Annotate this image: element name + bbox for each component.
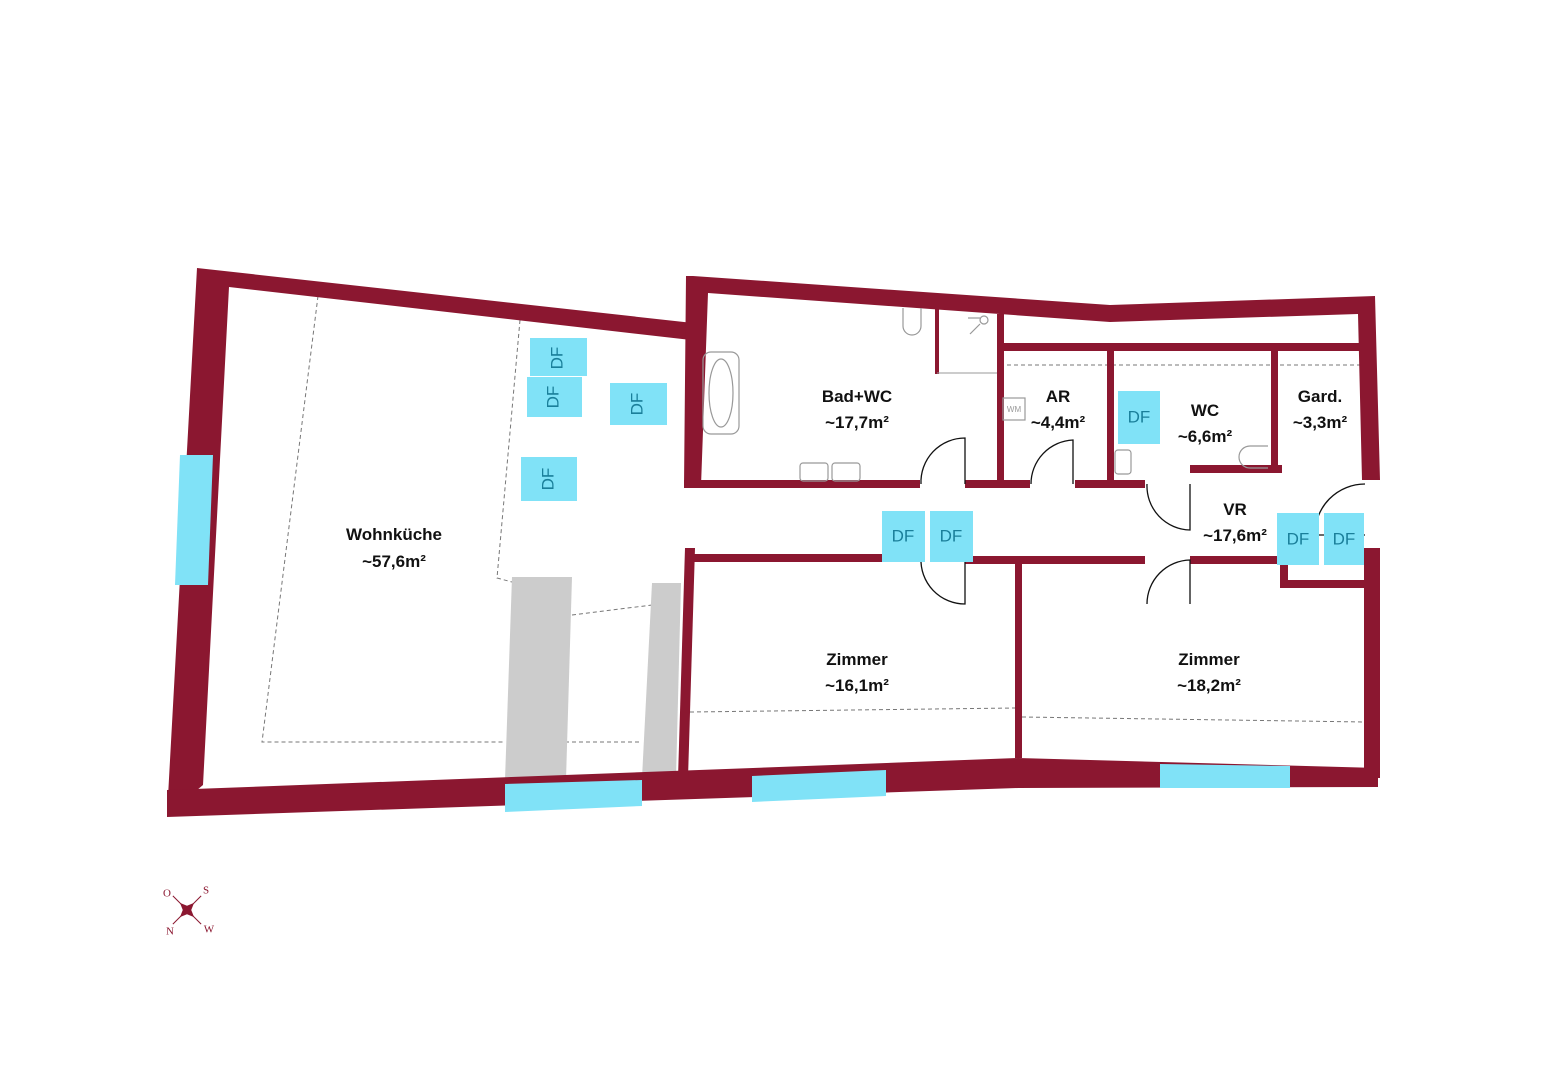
compass-rose-icon [172, 895, 202, 925]
room-area-ar: ~4,4m² [1031, 413, 1086, 432]
compass-o: O [163, 888, 171, 900]
staircase-left [505, 577, 572, 780]
room-labels: Wohnküche ~57,6m² Bad+WC ~17,7m² AR ~4,4… [346, 387, 1348, 695]
roof-slope-lines [261, 295, 1366, 743]
label: DF [1287, 529, 1310, 548]
label: DF [940, 526, 963, 545]
skylight: DF [1277, 513, 1319, 565]
skylight: DF [1324, 513, 1364, 565]
room-area-wc: ~6,6m² [1178, 427, 1233, 446]
room-area-vr: ~17,6m² [1203, 526, 1267, 545]
room-name-gard: Gard. [1298, 387, 1342, 406]
skylight: DF [1118, 391, 1160, 444]
room-name-wc: WC [1191, 401, 1219, 420]
room-name-vr: VR [1223, 500, 1247, 519]
skylight: DF [882, 511, 925, 562]
label: DF [892, 526, 915, 545]
room-area-gard: ~3,3m² [1293, 413, 1348, 432]
label: DF [543, 386, 562, 409]
compass-n: N [166, 926, 174, 938]
room-name-zimmer-2: Zimmer [1178, 650, 1240, 669]
windows [175, 455, 1290, 812]
bathroom-fixtures: WM [702, 308, 1268, 482]
room-area-wohnkueche: ~57,6m² [362, 552, 426, 571]
skylights: DF DF DF DF DF DF DF DF DF [521, 338, 1364, 565]
label: DF [547, 347, 566, 370]
skylight: DF [930, 511, 973, 562]
compass-w: W [204, 924, 215, 936]
staircase-right [642, 583, 681, 778]
room-area-zimmer-2: ~18,2m² [1177, 676, 1241, 695]
label: DF [627, 393, 646, 416]
skylight: DF [530, 338, 587, 376]
room-name-wohnkueche: Wohnküche [346, 525, 442, 544]
label: DF [1128, 407, 1151, 426]
compass-s: S [203, 885, 209, 897]
skylight: DF [521, 457, 577, 501]
room-name-bad-wc: Bad+WC [822, 387, 892, 406]
skylight: DF [610, 383, 667, 425]
label: DF [538, 468, 557, 491]
skylight: DF [527, 377, 582, 417]
room-name-zimmer-1: Zimmer [826, 650, 888, 669]
room-area-bad-wc: ~17,7m² [825, 413, 889, 432]
washer-label: WM [1007, 405, 1022, 414]
doors [920, 437, 1366, 605]
room-name-ar: AR [1046, 387, 1071, 406]
room-area-zimmer-1: ~16,1m² [825, 676, 889, 695]
label: DF [1333, 529, 1356, 548]
